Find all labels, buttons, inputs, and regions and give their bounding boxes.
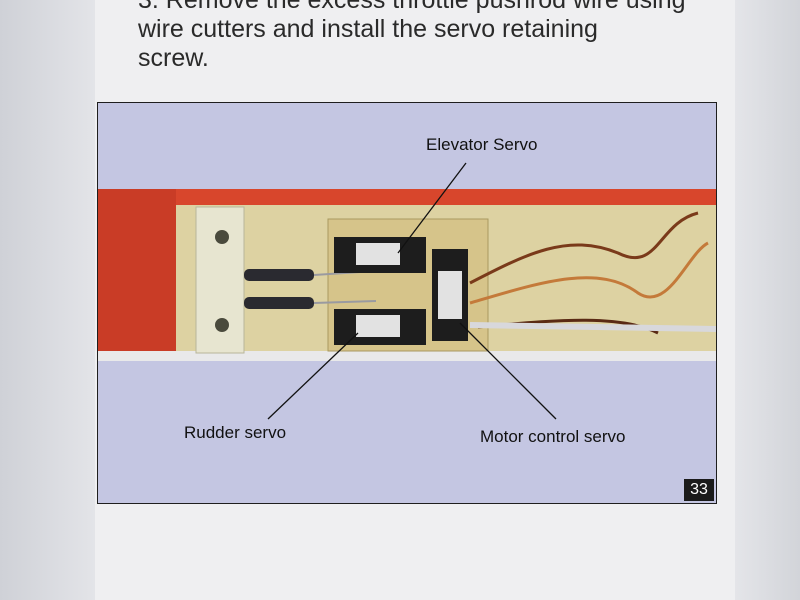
label-motor-control-servo: Motor control servo xyxy=(480,427,626,446)
leader-line-motor xyxy=(459,322,557,420)
step-line-1: 3. Remove the excess throttle pushrod wi… xyxy=(138,0,686,14)
antenna-tube xyxy=(469,322,716,332)
former-hole-top xyxy=(215,230,229,244)
pushrod-tube-lower xyxy=(244,297,314,309)
page-right-margin xyxy=(735,0,800,600)
step-line-2: wire cutters and install the servo retai… xyxy=(138,15,598,43)
step-instruction: 3. Remove the excess throttle pushrod wi… xyxy=(138,0,738,73)
servo-wire-b xyxy=(469,241,709,305)
pushrod-wire-lower xyxy=(313,300,377,304)
leader-line-rudder xyxy=(267,332,359,420)
figure-number-badge: 33 xyxy=(684,479,714,501)
fuselage-illustration xyxy=(98,162,716,420)
leader-line-elevator xyxy=(397,162,467,254)
pushrod-tube-upper xyxy=(244,269,314,281)
fuselage-lower-edge xyxy=(98,351,716,361)
fuselage-nose xyxy=(98,189,176,357)
motor-control-servo-label xyxy=(438,271,462,319)
rudder-servo-label xyxy=(356,315,400,337)
servo-wire-a xyxy=(469,211,699,285)
label-rudder-servo: Rudder servo xyxy=(184,423,287,442)
servo-installation-photo: Elevator Servo Rudder servo Motor contro… xyxy=(97,102,717,504)
page-left-margin xyxy=(0,0,95,600)
step-line-3: screw. xyxy=(138,44,209,72)
former-hole-bottom xyxy=(215,318,229,332)
label-elevator-servo: Elevator Servo xyxy=(426,135,538,154)
elevator-servo-label xyxy=(356,243,400,265)
